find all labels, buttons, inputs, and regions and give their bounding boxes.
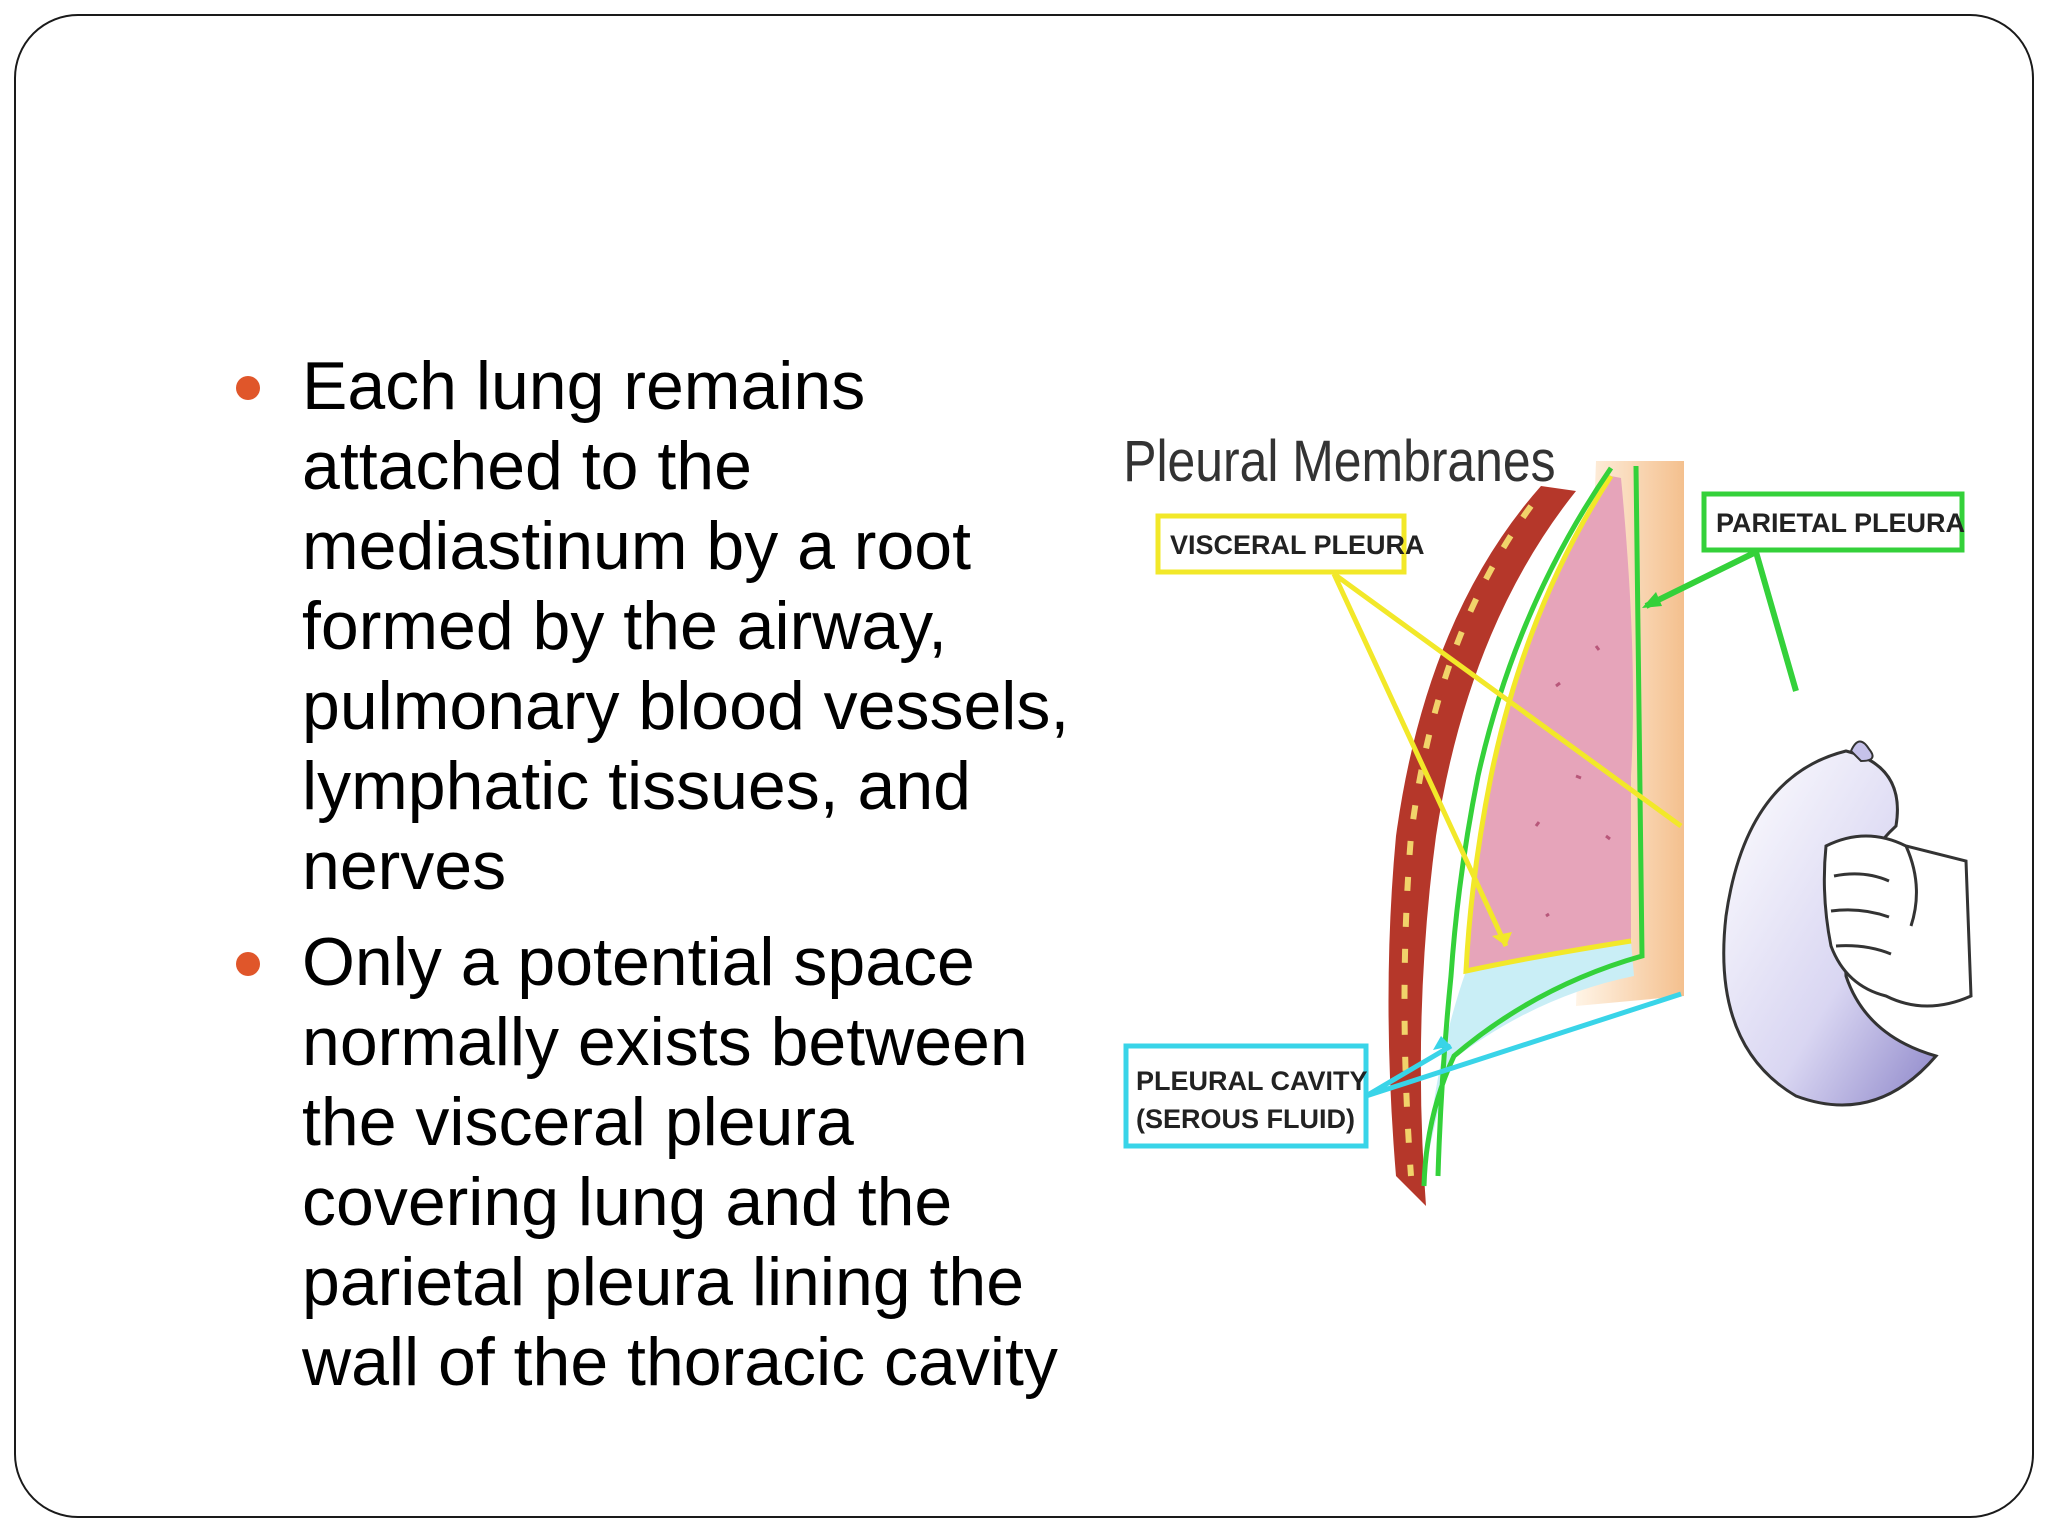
pleural-cavity	[1426, 941, 1634, 1166]
bullet-text: Each lung remains attached to the medias…	[302, 348, 1070, 904]
lung	[1466, 476, 1634, 971]
pleural-diagram: Pleural Membranes VISCERAL PLEURA	[1123, 430, 1973, 1206]
rib-highlights	[1401, 504, 1534, 1177]
visceral-label-box	[1155, 513, 1407, 575]
visceral-label: VISCERAL PLEURA	[1170, 530, 1425, 560]
fist-icon	[1822, 834, 1973, 1008]
parietal-label-box	[1701, 491, 1965, 553]
bullet-list: Each lung remains attached to the medias…	[226, 346, 1086, 1418]
visceral-arrowhead	[1492, 932, 1512, 946]
lung-texture	[1534, 645, 1611, 918]
bullet-dot-icon	[236, 376, 260, 400]
parietal-pointer	[1644, 549, 1799, 692]
parietal-pleura-line	[1421, 465, 1645, 1187]
cavity-label-line1: PLEURAL CAVITY	[1136, 1066, 1368, 1096]
balloon-knot	[1849, 740, 1874, 763]
bullet-dot-icon	[236, 952, 260, 976]
cavity-label-line2: (SEROUS FLUID)	[1136, 1104, 1355, 1134]
fist-fingers	[1830, 845, 1918, 956]
visceral-pleura-line	[1463, 474, 1632, 975]
cavity-arrowhead	[1433, 1036, 1451, 1050]
pleural-membranes-figure: Pleural Membranes VISCERAL PLEURA	[1106, 356, 2006, 1276]
parietal-arrowhead	[1642, 592, 1662, 608]
parietal-label: PARIETAL PLEURA	[1716, 508, 1965, 538]
bullet-item: Only a potential space normally exists b…	[226, 922, 1086, 1402]
bullet-item: Each lung remains attached to the medias…	[226, 346, 1086, 906]
slide: Each lung remains attached to the medias…	[14, 14, 2034, 1518]
cavity-label-box	[1123, 1043, 1369, 1149]
bullet-text: Only a potential space normally exists b…	[302, 924, 1058, 1400]
cavity-pointer	[1364, 991, 1682, 1099]
figure-title: Pleural Membranes	[1123, 430, 1555, 494]
visceral-pointer	[1331, 571, 1683, 948]
